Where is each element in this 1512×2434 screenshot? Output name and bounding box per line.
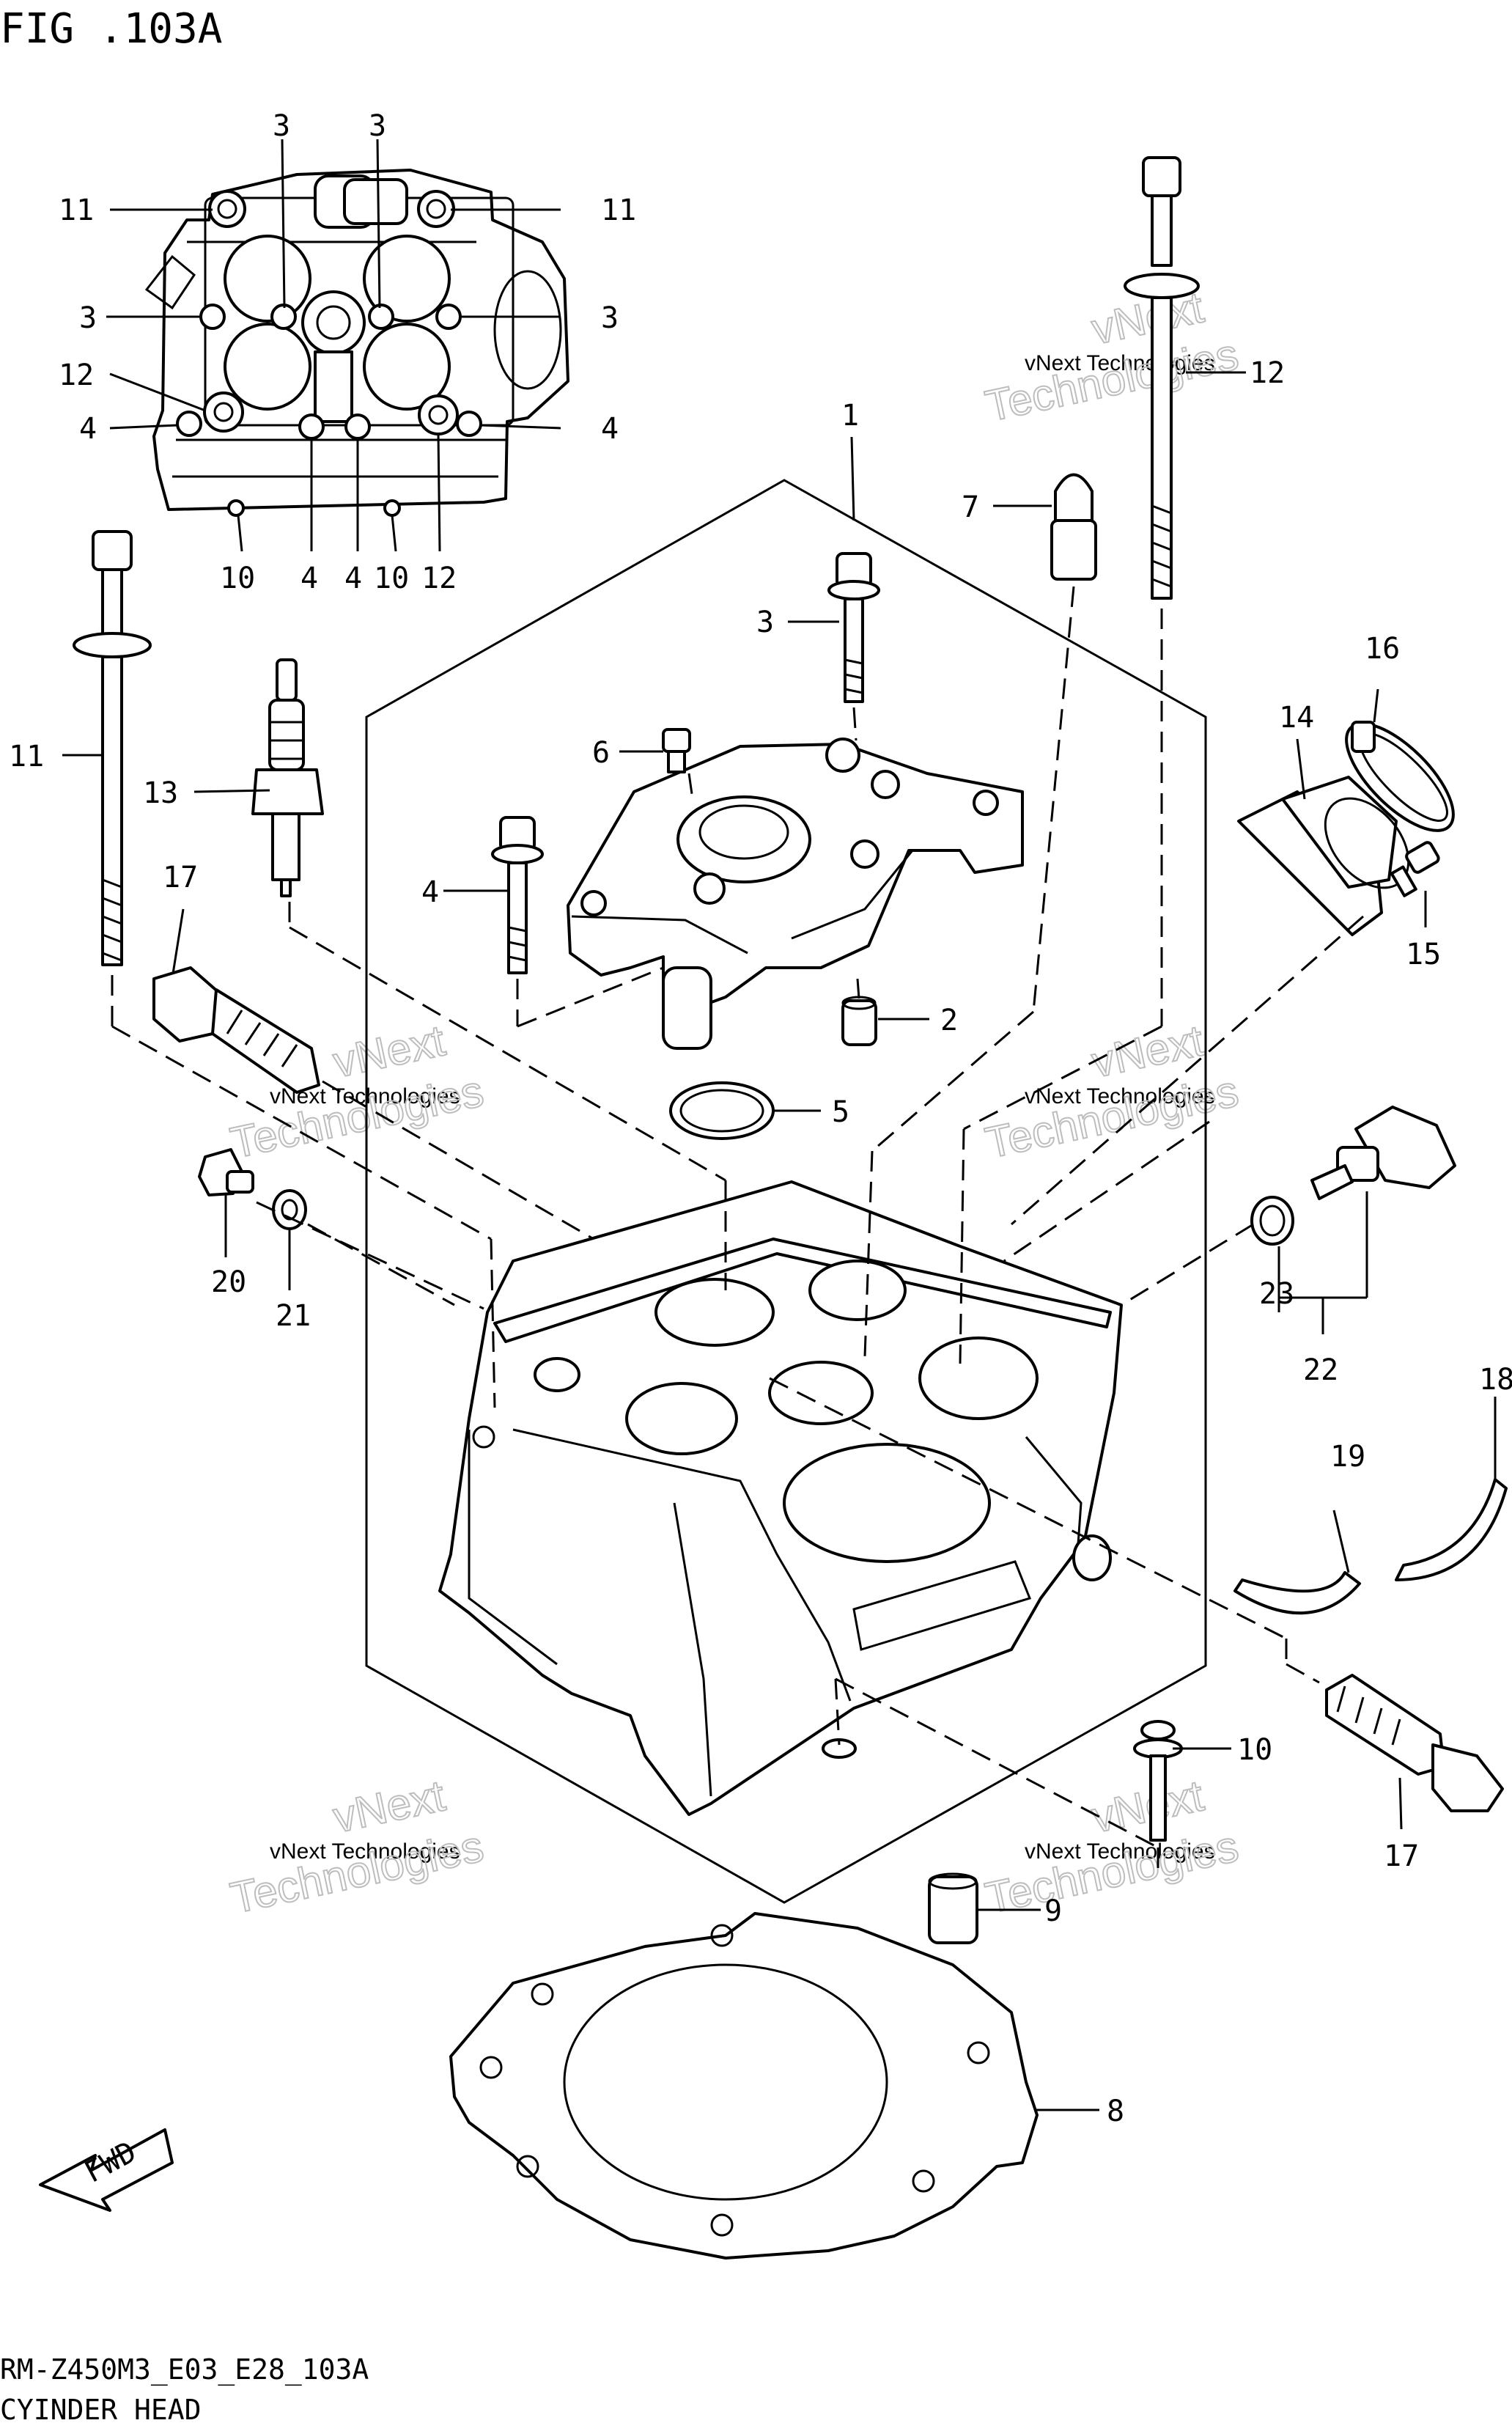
leader-lines	[62, 371, 1497, 2111]
clip-19	[1233, 1571, 1361, 1615]
watermark-1: vNext Technologies vNext Technologies	[981, 282, 1244, 431]
watermark-small-text: vNext Technologies	[1025, 351, 1215, 375]
callout-16: 16	[1365, 632, 1400, 666]
callout-19: 19	[1330, 1440, 1365, 1474]
bolt-11-left	[73, 530, 152, 966]
callout-8: 8	[1107, 2095, 1124, 2128]
model-code: RM-Z450M3_E03_E28_103A	[0, 2353, 369, 2386]
bolt-20	[198, 1148, 254, 1196]
bolt-3	[827, 552, 880, 703]
callout-7: 7	[962, 490, 979, 524]
callout-3: 3	[601, 301, 619, 335]
callout-11: 11	[601, 194, 636, 227]
section-name: CYINDER HEAD	[0, 2394, 202, 2426]
intake-pipe	[1237, 776, 1410, 936]
watermark-small-text: vNext Technologies	[1025, 1839, 1215, 1864]
callout-4: 4	[344, 562, 362, 595]
callout-12: 12	[421, 562, 457, 595]
watermark-4: vNext Technologies vNext Technologies	[226, 1770, 489, 1923]
callout-3: 3	[273, 109, 290, 143]
callout-4: 4	[601, 412, 619, 446]
watermark-5: vNext Technologies vNext Technologies	[981, 1770, 1244, 1923]
callout-17: 17	[1384, 1839, 1419, 1873]
callout-20: 20	[211, 1265, 246, 1299]
callout-18: 18	[1479, 1363, 1512, 1397]
callout-12: 12	[59, 359, 94, 392]
watermark-3: vNext Technologies vNext Technologies	[981, 1015, 1244, 1168]
fwd-arrow: FWD	[39, 2128, 174, 2212]
callout-17: 17	[163, 861, 198, 894]
cylinder-head-body	[438, 1180, 1123, 1816]
callout-12: 12	[1250, 356, 1285, 390]
callout-3: 3	[369, 109, 386, 143]
callout-10: 10	[1237, 1733, 1272, 1767]
alignment-lines	[111, 586, 1364, 1877]
callout-3: 3	[756, 606, 774, 639]
callout-10: 10	[374, 562, 409, 595]
callout-23: 23	[1259, 1277, 1294, 1311]
bolt-6	[662, 728, 691, 773]
bolt-17-left	[152, 966, 320, 1094]
spark-plug	[251, 658, 324, 897]
bolt-17-right	[1325, 1674, 1504, 1812]
bolt-12-right	[1124, 156, 1200, 600]
callout-4: 4	[79, 412, 97, 446]
callout-15: 15	[1406, 938, 1441, 971]
screw-15	[1390, 841, 1440, 897]
dowel-pin-2	[841, 996, 877, 1046]
o-ring-5	[669, 1081, 775, 1140]
callout-9: 9	[1044, 1894, 1062, 1928]
watermark-2: vNext Technologies vNext Technologies	[226, 1015, 489, 1168]
watermark-small-text: vNext Technologies	[270, 1839, 460, 1864]
bolt-4	[491, 816, 544, 974]
callout-4: 4	[300, 562, 318, 595]
callout-11: 11	[9, 740, 44, 773]
figure-title: FIG .103A	[0, 5, 222, 53]
callout-numbers: 11 11 3 3 3 3 12 4 4 10 4 4 10 12 1 3 7 …	[9, 109, 1512, 2128]
bolt-10	[1133, 1720, 1183, 1842]
cylinder-head-gasket	[449, 1912, 1039, 2260]
callout-1: 1	[841, 399, 859, 433]
callout-5: 5	[832, 1095, 849, 1129]
callout-6: 6	[592, 736, 610, 770]
callout-14: 14	[1279, 701, 1314, 735]
callout-3: 3	[79, 301, 97, 335]
assembly-outline	[365, 479, 1207, 1904]
callout-22: 22	[1303, 1353, 1338, 1387]
callout-11: 11	[59, 194, 94, 227]
callout-13: 13	[143, 776, 178, 810]
valve-lifter	[1050, 473, 1097, 581]
callout-2: 2	[940, 1004, 958, 1037]
clip-18	[1395, 1478, 1508, 1581]
o-ring-23	[1250, 1196, 1294, 1246]
callout-10: 10	[220, 562, 255, 595]
temperature-sensor	[1310, 1106, 1456, 1200]
clamp-16	[1345, 721, 1455, 832]
top-view-leaders	[106, 139, 561, 552]
watermark-small-text: vNext Technologies	[1025, 1084, 1215, 1108]
callout-4: 4	[421, 875, 439, 909]
callout-21: 21	[276, 1299, 311, 1333]
dowel-pin-9	[928, 1872, 978, 1944]
cylinder-head-top-view	[144, 169, 569, 517]
camshaft-holder	[567, 738, 1024, 1050]
